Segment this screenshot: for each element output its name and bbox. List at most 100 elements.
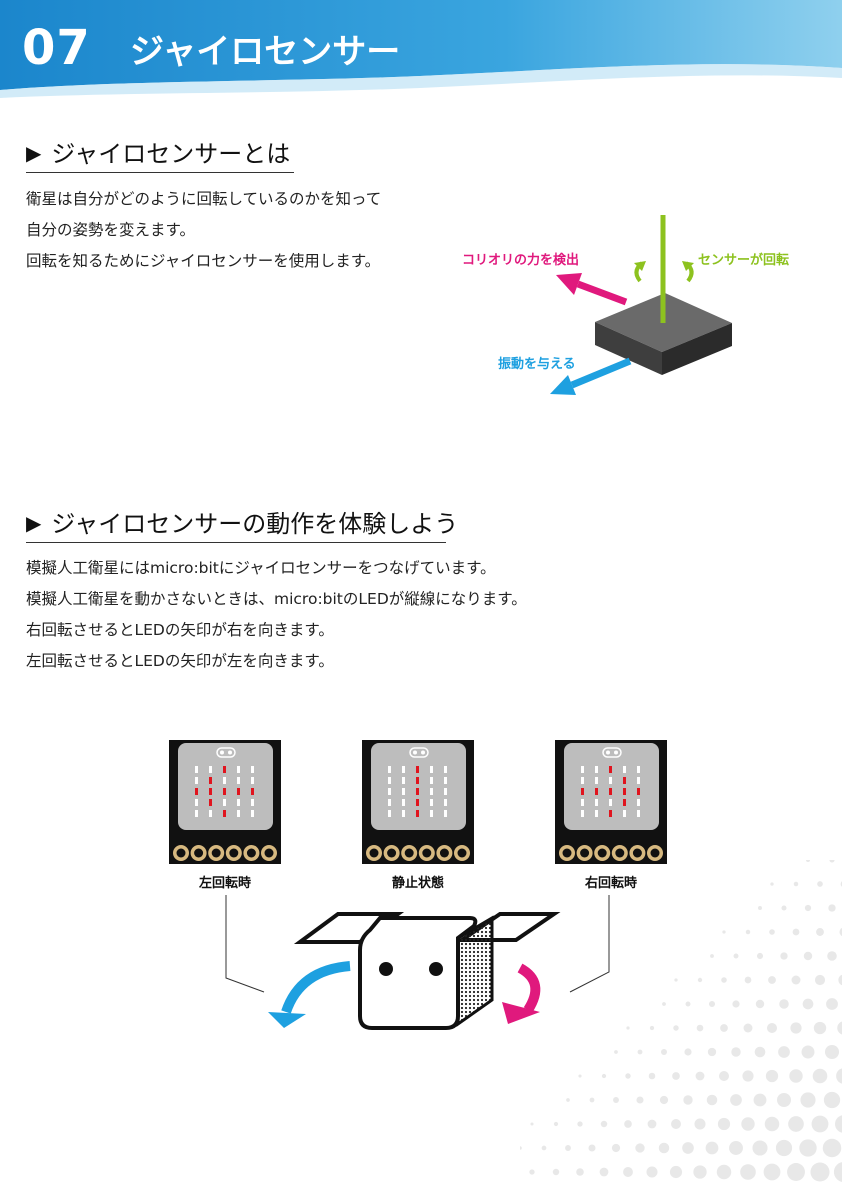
coriolis-arrow bbox=[576, 280, 628, 306]
decor-dot bbox=[813, 1021, 827, 1035]
decor-dot bbox=[578, 1074, 582, 1078]
decor-dot bbox=[660, 1048, 668, 1056]
decor-dot bbox=[696, 1024, 704, 1032]
decor-dot bbox=[755, 999, 765, 1009]
led-off bbox=[237, 799, 240, 806]
section2-paragraph: 模擬人工衛星にはmicro:bitにジャイロセンサーをつなげています。 模擬人工… bbox=[26, 553, 527, 677]
decor-dot bbox=[682, 1142, 694, 1154]
decor-dot bbox=[814, 974, 826, 986]
led-off bbox=[388, 766, 391, 773]
decor-dot bbox=[744, 976, 752, 984]
header-banner: 07 ジャイロセンサー bbox=[0, 0, 842, 100]
led-on bbox=[223, 788, 226, 795]
decor-dot bbox=[826, 998, 838, 1010]
decor-dot bbox=[837, 1021, 842, 1035]
decor-dot bbox=[754, 1046, 766, 1058]
section2-underline bbox=[26, 542, 446, 543]
chapter-number: 07 bbox=[22, 20, 91, 76]
decor-dot bbox=[778, 1046, 790, 1058]
decor-dot bbox=[613, 1097, 619, 1103]
led-off bbox=[195, 766, 198, 773]
decor-dot bbox=[791, 975, 801, 985]
led-on bbox=[209, 777, 212, 784]
section1-heading-text: ジャイロセンサーとは bbox=[51, 140, 291, 168]
led-off bbox=[595, 799, 598, 806]
decor-dot bbox=[793, 881, 799, 887]
decor-dot bbox=[577, 1121, 583, 1127]
led-off bbox=[195, 810, 198, 817]
led-off bbox=[444, 766, 447, 773]
decor-dot bbox=[779, 999, 789, 1009]
decor-dot bbox=[801, 1045, 815, 1059]
coriolis-label: コリオリの力を検出 bbox=[462, 253, 580, 268]
decor-dot bbox=[662, 1002, 666, 1006]
decor-dot bbox=[716, 1164, 732, 1180]
decor-dot bbox=[802, 998, 814, 1010]
section1-line: 衛星は自分がどのように回転しているのかを知って bbox=[26, 190, 382, 208]
led-on bbox=[623, 788, 626, 795]
decor-dot bbox=[804, 904, 812, 912]
vibration-label: 振動を与える bbox=[498, 357, 576, 372]
decor-dot bbox=[768, 976, 776, 984]
decor-dot bbox=[530, 1122, 534, 1126]
led-off bbox=[223, 777, 226, 784]
gyro-diagram bbox=[550, 215, 732, 395]
led-off bbox=[430, 799, 433, 806]
decor-dot bbox=[707, 1047, 717, 1057]
board-caption-left: 左回転時 bbox=[198, 876, 251, 891]
decor-dot bbox=[611, 1143, 621, 1153]
decor-dot bbox=[789, 1069, 803, 1083]
led-off bbox=[637, 777, 640, 784]
header-wave bbox=[0, 0, 842, 98]
led-on bbox=[416, 788, 419, 795]
satellite-eye-left bbox=[379, 962, 393, 976]
sensor-block-left bbox=[595, 322, 662, 375]
decor-dot bbox=[520, 1146, 522, 1150]
led-off bbox=[609, 799, 612, 806]
triangle-bullet-icon: ▶ bbox=[26, 141, 42, 165]
decor-dot bbox=[741, 1117, 755, 1131]
decor-dot bbox=[626, 1026, 630, 1030]
decor-dot bbox=[756, 952, 764, 960]
decorative-dots bbox=[520, 860, 842, 1182]
led-off bbox=[623, 810, 626, 817]
led-off bbox=[623, 766, 626, 773]
decor-dot bbox=[730, 1094, 742, 1106]
led-off bbox=[402, 788, 405, 795]
decor-dot bbox=[694, 1118, 706, 1130]
decor-dot bbox=[745, 929, 751, 935]
section2-heading-text: ジャイロセンサーの動作を体験しよう bbox=[51, 510, 459, 538]
led-off bbox=[237, 766, 240, 773]
decor-dot bbox=[770, 882, 774, 886]
led-off bbox=[251, 777, 254, 784]
led-on bbox=[609, 766, 612, 773]
led-off bbox=[430, 766, 433, 773]
decor-dot bbox=[764, 1116, 780, 1132]
microbit-board-left bbox=[169, 740, 281, 864]
board-caption-right: 右回転時 bbox=[584, 876, 637, 891]
decor-dot bbox=[684, 1048, 692, 1056]
decor-dot bbox=[803, 951, 813, 961]
led-on bbox=[623, 799, 626, 806]
led-on bbox=[637, 788, 640, 795]
decor-dot bbox=[673, 1025, 679, 1031]
decor-dot bbox=[758, 906, 762, 910]
led-on bbox=[209, 788, 212, 795]
satellite-illustration bbox=[225, 895, 610, 1030]
decor-dot bbox=[672, 1072, 680, 1080]
decor-dot bbox=[671, 1119, 681, 1129]
decor-dot bbox=[669, 1165, 683, 1179]
decor-dot bbox=[836, 1068, 842, 1084]
decor-dot bbox=[659, 1095, 669, 1105]
led-off bbox=[444, 810, 447, 817]
section1-paragraph: 衛星は自分がどのように回転しているのかを知って 自分の姿勢を変えます。 回転を知… bbox=[26, 184, 381, 277]
led-off bbox=[444, 799, 447, 806]
decor-dot bbox=[705, 1141, 719, 1155]
section1-underline bbox=[26, 172, 294, 173]
led-on bbox=[581, 788, 584, 795]
decor-dot bbox=[752, 1140, 768, 1156]
section1-heading: ▶ ジャイロセンサーとは bbox=[26, 134, 290, 169]
led-on bbox=[251, 788, 254, 795]
led-off bbox=[581, 777, 584, 784]
decor-dot bbox=[599, 1167, 609, 1177]
